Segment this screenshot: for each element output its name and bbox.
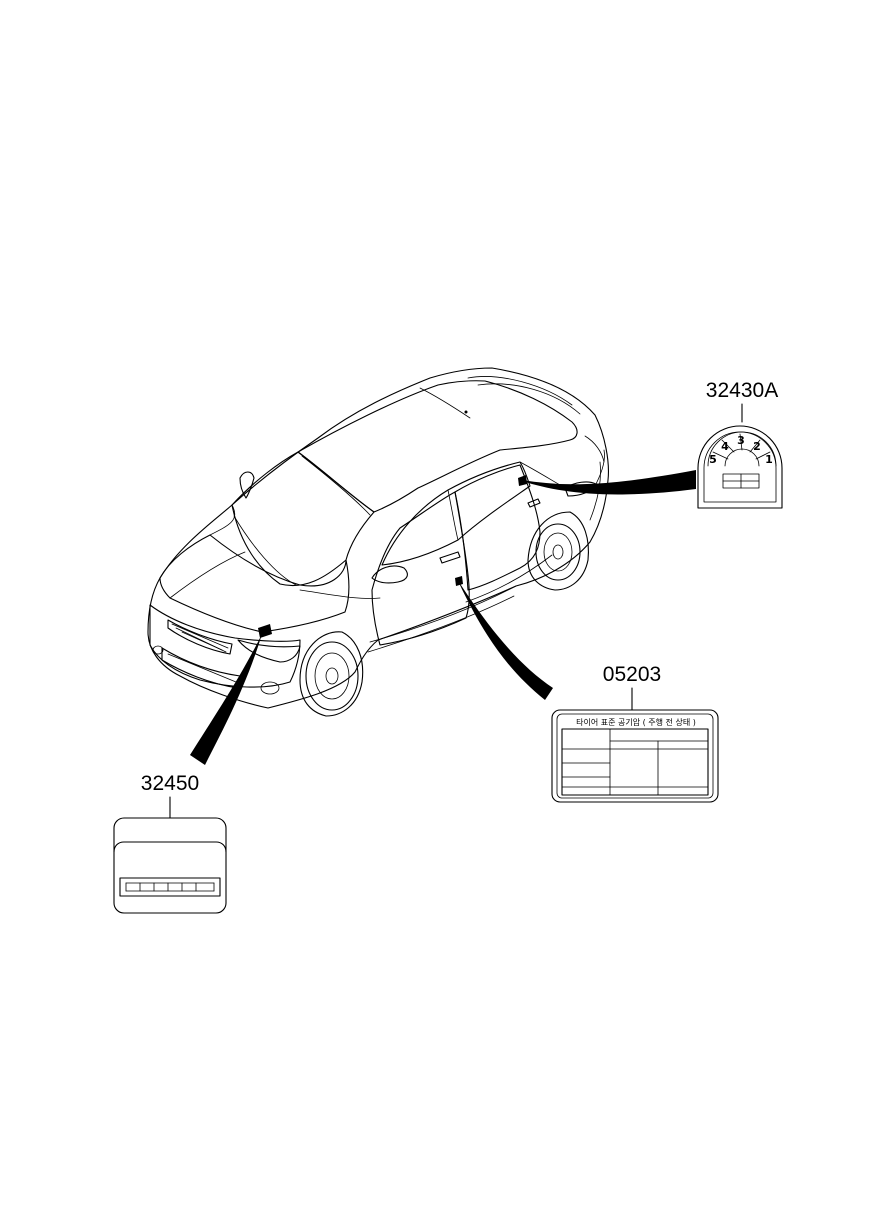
- leader-05203: [459, 582, 553, 700]
- part-number-32430A: 32430A: [706, 379, 778, 402]
- tire-label-outline: [551, 709, 719, 803]
- gauge-number-5: 5: [709, 453, 717, 466]
- car-illustration: [147, 367, 609, 717]
- leader-32450: [190, 634, 262, 765]
- gauge-number-4: 4: [721, 440, 729, 453]
- leader-wedges: [190, 470, 696, 765]
- emission-label-outline: [113, 817, 227, 914]
- part-32430A: 32430A 5 4 3 2 1: [697, 379, 783, 509]
- leader-32430A: [522, 470, 696, 495]
- gauge-label-outline: [697, 425, 783, 509]
- part-32450: 32450: [113, 772, 227, 914]
- gauge-number-3: 3: [737, 434, 745, 447]
- gauge-number-1: 1: [765, 453, 773, 466]
- part-number-32450: 32450: [141, 772, 199, 795]
- part-05203: 05203 타이어 표준 공기압 ( 주행 전 상태 ): [551, 663, 719, 803]
- gauge-number-2: 2: [753, 440, 761, 453]
- tire-label-header: 타이어 표준 공기압 ( 주행 전 상태 ): [576, 717, 696, 727]
- part-number-05203: 05203: [603, 663, 661, 686]
